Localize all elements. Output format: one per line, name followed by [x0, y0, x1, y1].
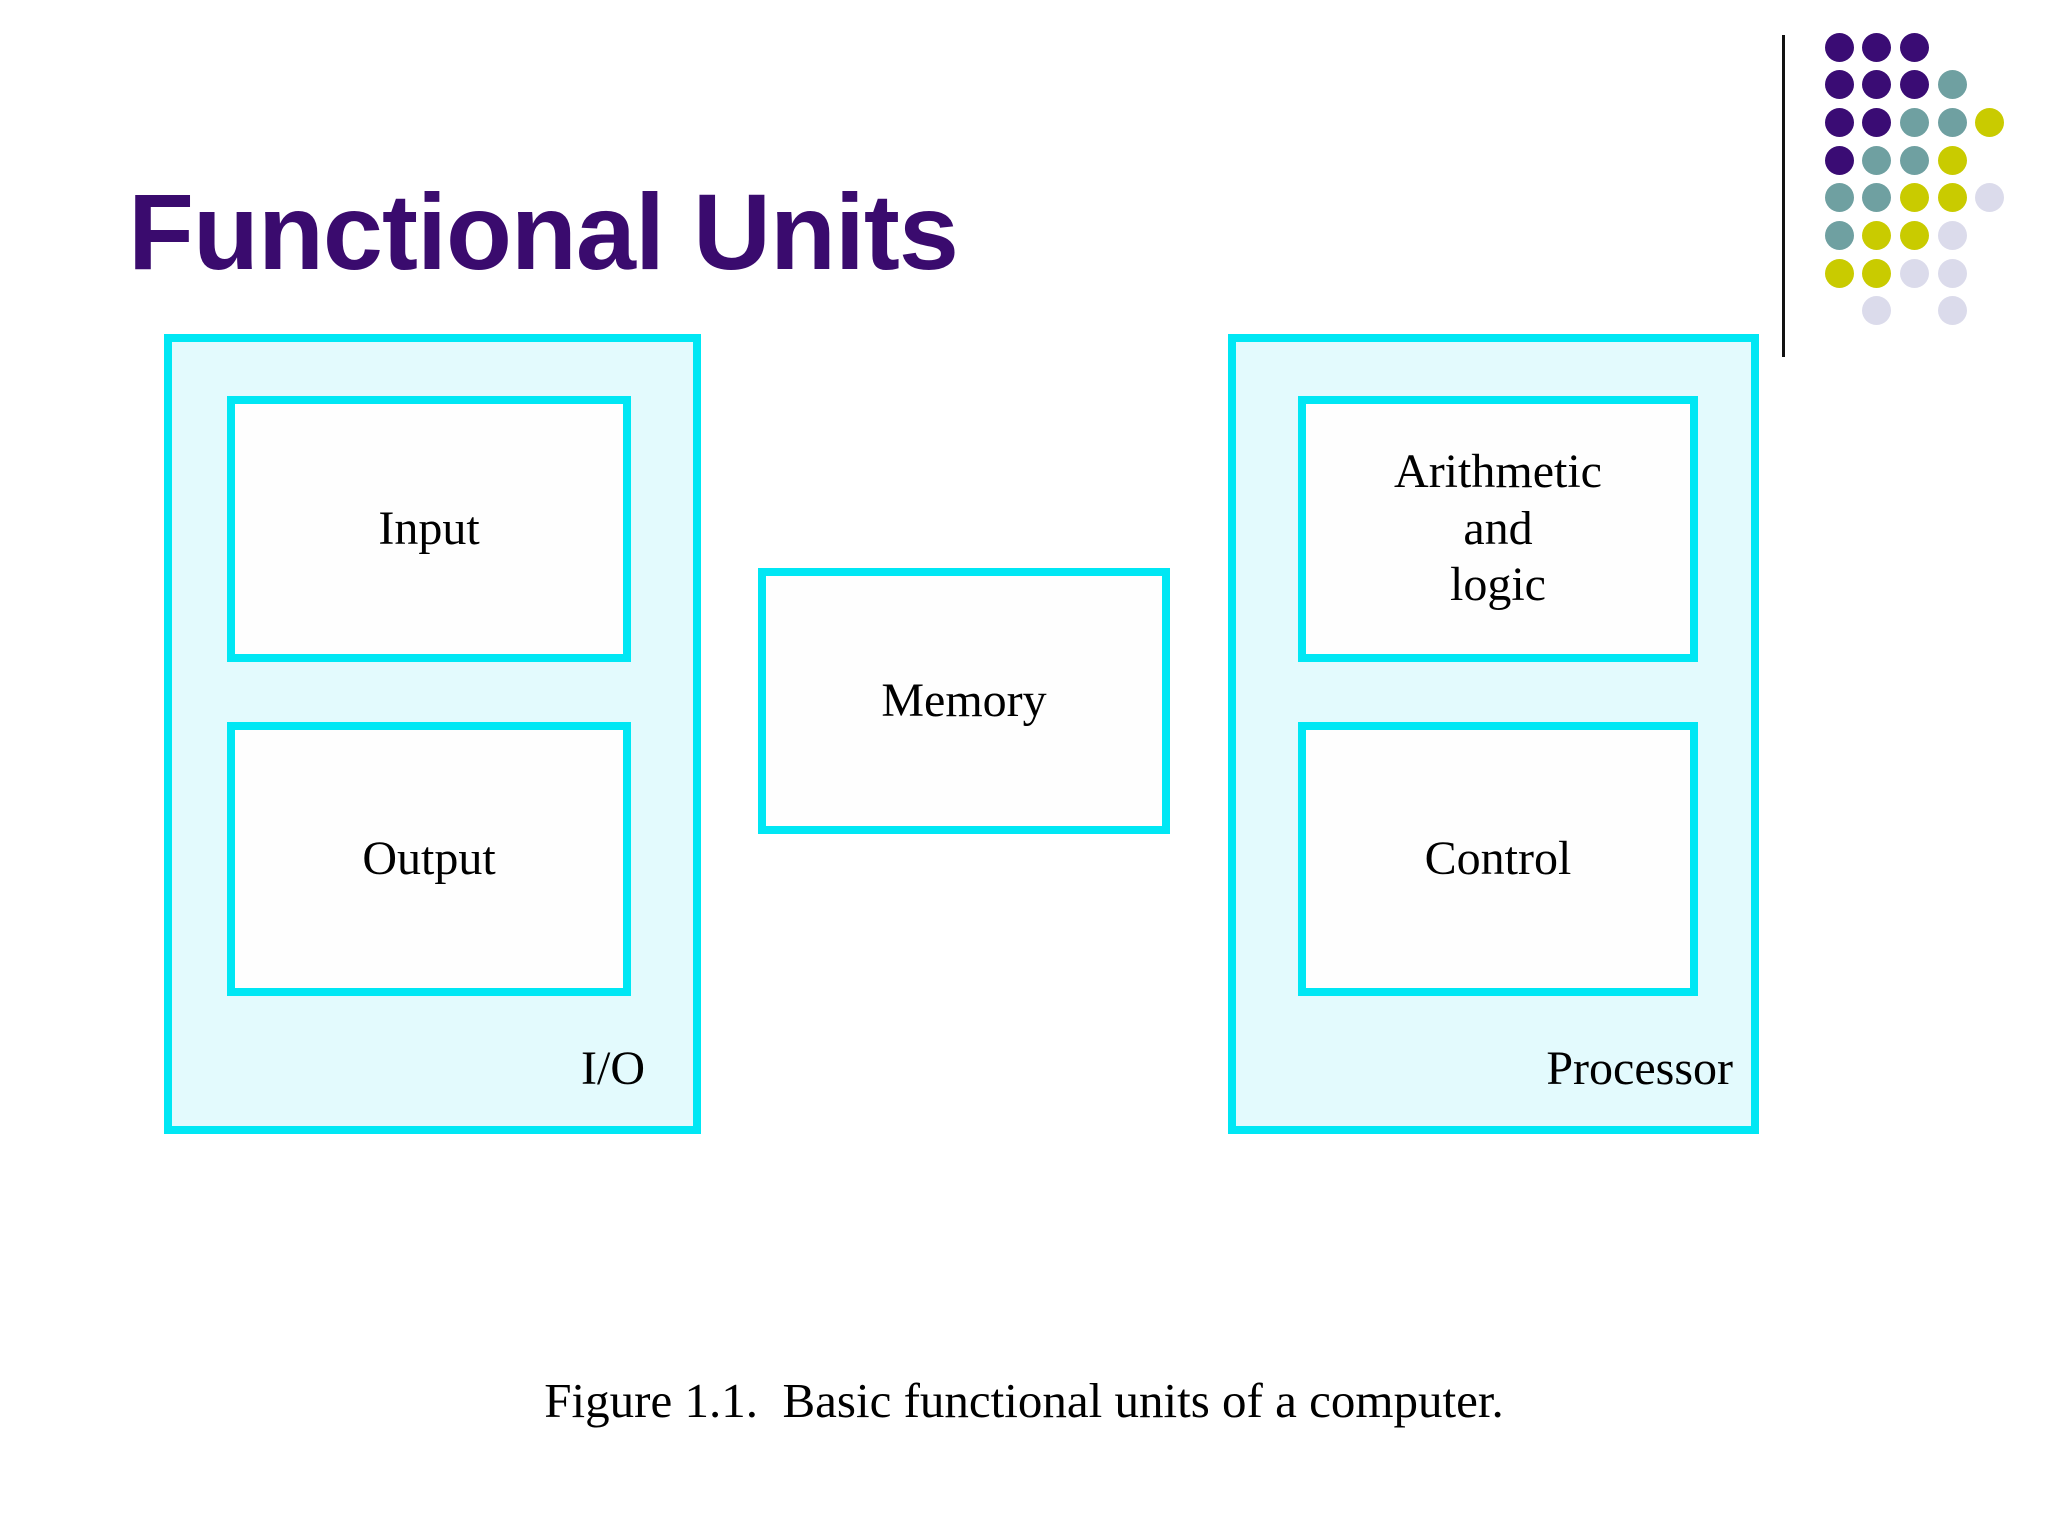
corner-decoration-line — [1782, 35, 1785, 357]
decorative-dot — [1937, 183, 1967, 213]
decorative-dot — [1824, 221, 1854, 250]
decorative-dot — [1862, 107, 1892, 137]
decorative-dot — [1862, 32, 1892, 62]
alu-label-line-3: logic — [1450, 558, 1546, 612]
io-unit-label: I/O — [581, 1042, 645, 1096]
slide-title: Functional Units — [128, 171, 959, 292]
output-box: Output — [227, 722, 631, 996]
decorative-dot — [1862, 296, 1892, 326]
alu-label-line-1: Arithmetic — [1394, 445, 1602, 499]
decorative-dot — [1899, 258, 1929, 288]
decorative-dot — [1937, 221, 1967, 250]
decorative-dot — [1862, 183, 1892, 213]
input-box: Input — [227, 396, 631, 662]
memory-box: Memory — [758, 568, 1170, 834]
decorative-dot — [1975, 107, 2005, 137]
decorative-dot — [1975, 183, 2005, 213]
decorative-dot — [1862, 145, 1892, 175]
decorative-dot — [1899, 70, 1929, 100]
decorative-dot — [1937, 258, 1967, 288]
decorative-dot — [1899, 32, 1929, 62]
arithmetic-logic-box-label: Arithmetic and logic — [1394, 444, 1602, 614]
decorative-dot — [1824, 32, 1854, 62]
decorative-dot — [1862, 221, 1892, 250]
memory-box-label: Memory — [881, 673, 1047, 727]
decorative-dot — [1937, 70, 1967, 100]
figure-caption: Figure 1.1. Basic functional units of a … — [544, 1373, 1504, 1428]
alu-label-line-2: and — [1463, 501, 1533, 555]
output-box-label: Output — [362, 831, 496, 885]
arithmetic-logic-box: Arithmetic and logic — [1298, 396, 1698, 662]
decorative-dot — [1862, 258, 1892, 288]
decorative-dot — [1824, 107, 1854, 137]
decorative-dot — [1937, 107, 1967, 137]
decorative-dot — [1824, 70, 1854, 100]
decorative-dot — [1899, 221, 1929, 250]
control-box: Control — [1298, 722, 1698, 996]
decorative-dot — [1899, 145, 1929, 175]
decorative-dot — [1824, 183, 1854, 213]
decorative-dot — [1824, 258, 1854, 288]
decorative-dot — [1862, 70, 1892, 100]
decorative-dot — [1899, 107, 1929, 137]
decorative-dot — [1899, 183, 1929, 213]
decorative-dot — [1937, 296, 1967, 326]
processor-unit-label: Processor — [1546, 1042, 1733, 1096]
control-box-label: Control — [1424, 831, 1572, 885]
input-box-label: Input — [378, 501, 480, 555]
decorative-dot — [1824, 145, 1854, 175]
decorative-dot — [1937, 145, 1967, 175]
